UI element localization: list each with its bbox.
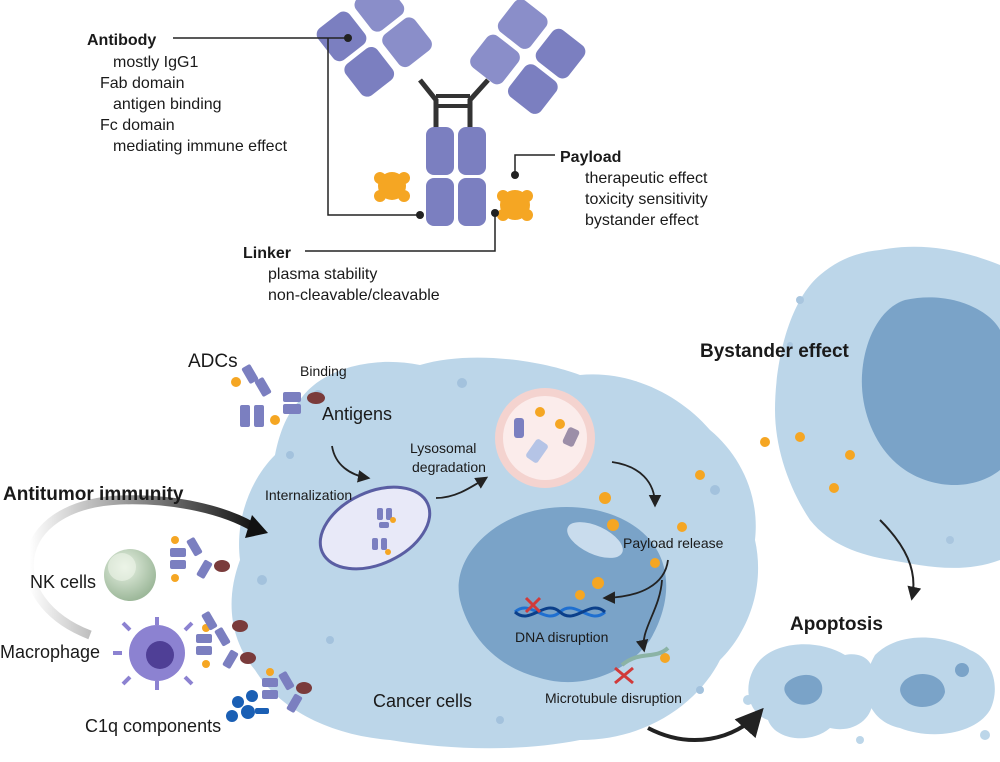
apoptosis-title: Apoptosis [790,614,883,635]
antitumor-immunity-title: Antitumor immunity [3,484,184,505]
microtubule-disruption-label: Microtubule disruption [545,690,682,706]
nk-cell [104,549,156,601]
payload-release-label: Payload release [623,535,724,551]
antibody-structure [173,0,586,252]
apoptotic-cells [743,637,995,744]
internalization-label: Internalization [265,487,352,503]
dna-icon [513,596,607,618]
bystander-title: Bystander effect [700,341,850,362]
binding-label: Binding [300,363,347,379]
arrow-bystander-apoptosis [879,519,922,601]
adc-in-endosome [372,508,396,555]
nk-cells-label: NK cells [30,572,96,592]
adc-icon [231,364,325,427]
cancer-cells-label: Cancer cells [373,691,472,711]
microtubule-icon [614,646,670,685]
adc-c1q-icon [262,668,312,713]
antibody-title: Antibody [87,32,156,49]
c1q-icon [226,690,269,722]
degradation-label: degradation [412,459,486,475]
lysosomal-label: Lysosomal [410,440,476,456]
linker-line: plasma stability [268,266,377,283]
arrow-cancer-apoptosis [647,707,764,742]
antibody-line: mostly IgG1 [113,54,198,71]
flow-arrows [331,445,669,653]
bystander-cell [775,246,1000,568]
payload-title: Payload [560,149,621,166]
linker-line: non-cleavable/cleavable [268,287,440,304]
immunity-arc [24,495,268,640]
payload-icon [497,190,533,221]
macrophage-label: Macrophage [0,642,100,662]
macrophage [113,617,194,690]
linker-title: Linker [243,245,291,262]
payload-icon [374,172,410,202]
antibody-line: Fc domain [100,117,175,134]
c1q-label: C1q components [85,716,221,736]
dna-disruption-label: DNA disruption [515,629,608,645]
payload-particles [575,432,855,663]
antibody-line: Fab domain [100,75,185,92]
adc-nk-icon [170,536,230,582]
endosome [318,485,432,571]
payload-line: toxicity sensitivity [585,191,708,208]
adcs-label: ADCs [188,351,238,372]
antibody-line: antigen binding [113,96,222,113]
payload-line: bystander effect [585,212,699,229]
lysosome [495,388,595,488]
payload-line: therapeutic effect [585,170,708,187]
adc-macrophage-icon [196,611,256,669]
antibody-line: mediating immune effect [113,138,288,155]
antigens-label: Antigens [322,404,392,424]
